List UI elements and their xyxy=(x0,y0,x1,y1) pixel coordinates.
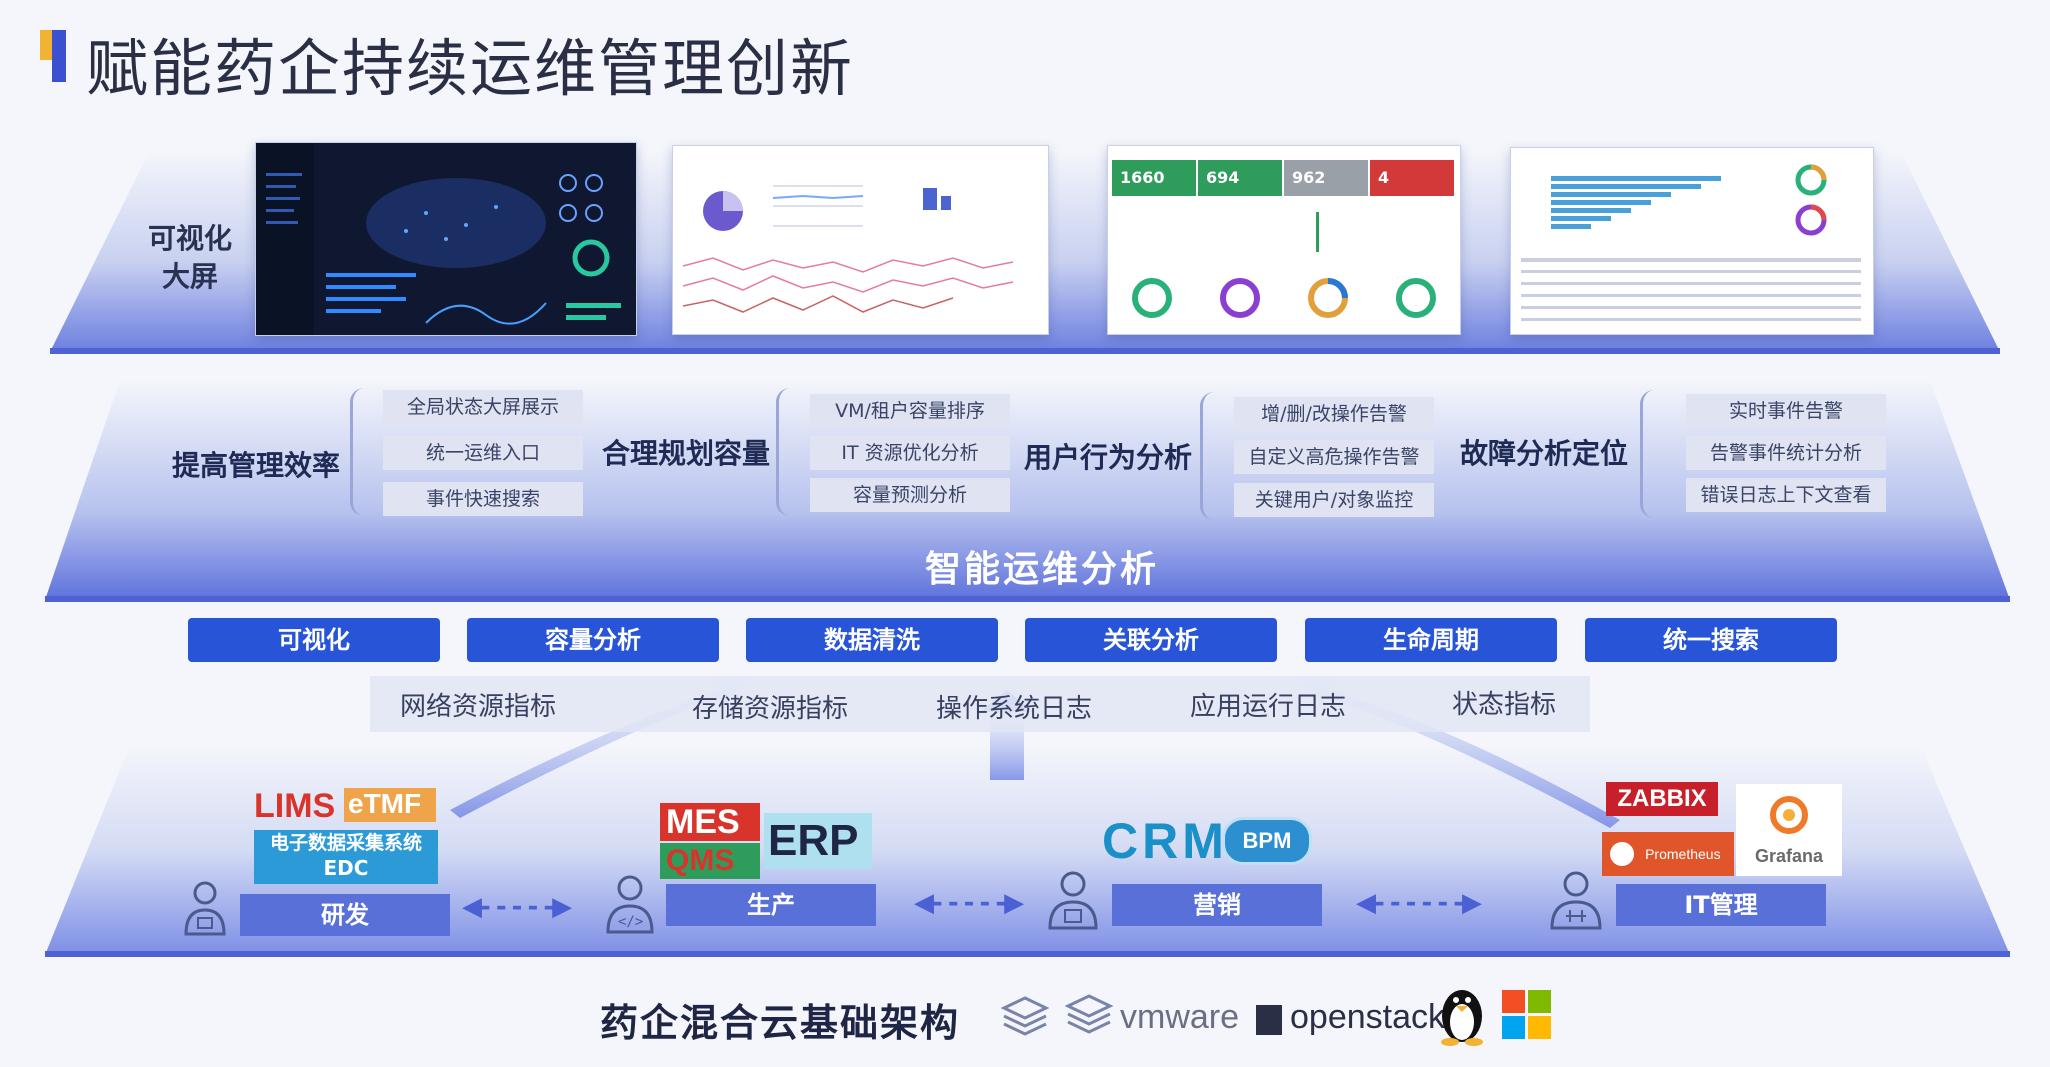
analysis-item-2-3: 容量预测分析 xyxy=(810,478,1010,512)
analysis-item-3-2: 自定义高危操作告警 xyxy=(1234,440,1434,474)
lims-logo-text: LIMS xyxy=(254,787,336,825)
grafana-logo-text: Grafana xyxy=(1754,846,1824,866)
it-engineer-icon xyxy=(1550,871,1602,930)
brace-3 xyxy=(1200,392,1217,520)
world-map-icon xyxy=(256,143,621,335)
stat-tile-4: 4 xyxy=(1370,160,1454,196)
edc-logo-cn: 电子数据采集系统 xyxy=(269,832,422,854)
capability-correlation-analysis: 关联分析 xyxy=(1025,618,1277,662)
linux-penguin-icon xyxy=(1441,990,1483,1046)
pie-line-chart-icon xyxy=(682,185,1014,313)
dept-arrow-2: ◀- - - - -▶ xyxy=(914,888,1024,918)
bpm-logo-text: BPM xyxy=(1242,828,1292,853)
dashboard-screenshot-bars-table xyxy=(1510,147,1874,335)
dashboard-screenshot-pie-lines xyxy=(672,145,1049,335)
capability-unified-search: 统一搜索 xyxy=(1585,618,1837,662)
system-logo-qms: QMS xyxy=(660,843,760,879)
edc-logo-en: EDC xyxy=(323,856,369,880)
infrastructure-label: 药企混合云基础架构 xyxy=(600,1001,961,1045)
capability-capacity-analysis: 容量分析 xyxy=(467,618,719,662)
system-logo-etmf: eTMF xyxy=(344,788,436,822)
system-logo-mes: MES xyxy=(660,803,760,841)
brace-4 xyxy=(1640,390,1657,518)
analysis-item-3-1: 增/删/改操作告警 xyxy=(1234,397,1434,431)
department-rnd: 研发 xyxy=(240,894,450,936)
stat-tile-2: 694 xyxy=(1198,160,1282,196)
windows-logo-icon xyxy=(1502,990,1551,1039)
prometheus-flame-icon xyxy=(1610,842,1634,866)
brace-2 xyxy=(776,388,793,516)
sales-person-icon xyxy=(1048,871,1098,930)
analysis-group-title-3: 用户行为分析 xyxy=(1024,441,1193,474)
donut-chart-icon xyxy=(1132,212,1436,318)
department-production: 生产 xyxy=(666,884,876,926)
analysis-item-3-3: 关键用户/对象监控 xyxy=(1234,483,1434,517)
metric-storage: 存储资源指标 xyxy=(692,694,849,724)
visual-layer-label-line1: 可视化 xyxy=(147,222,232,255)
dept-arrow-1: ◀- - - - -▶ xyxy=(462,892,572,922)
department-it-management: IT管理 xyxy=(1616,884,1826,926)
metric-status: 状态指标 xyxy=(1452,690,1557,720)
title-accent-yellow xyxy=(40,30,52,60)
stat-tile-3: 962 xyxy=(1284,160,1368,196)
server-stack-icon xyxy=(1000,996,1050,1036)
qms-logo-text: QMS xyxy=(666,844,735,877)
visual-layer-label: 可视化 大屏 xyxy=(130,220,250,296)
analysis-layer-name: 智能运维分析 xyxy=(925,549,1160,590)
prometheus-logo-text: Prometheus xyxy=(1645,846,1721,862)
openstack-logo: openstack xyxy=(1290,998,1445,1036)
analysis-item-4-1: 实时事件告警 xyxy=(1686,394,1886,428)
zabbix-logo-text: ZABBIX xyxy=(1617,785,1707,812)
crm-logo-text: CRM xyxy=(1102,813,1228,869)
analysis-item-4-3: 错误日志上下文查看 xyxy=(1686,478,1886,512)
analysis-item-1-2: 统一运维入口 xyxy=(383,436,583,470)
analysis-group-title-4: 故障分析定位 xyxy=(1460,437,1629,470)
analysis-item-1-1: 全局状态大屏展示 xyxy=(383,390,583,424)
system-logo-prometheus: Prometheus xyxy=(1602,832,1734,876)
analysis-item-2-2: IT 资源优化分析 xyxy=(810,436,1010,470)
etmf-logo-text: eTMF xyxy=(348,788,422,819)
analysis-group-title-1: 提高管理效率 xyxy=(172,449,341,482)
system-logo-bpm: BPM xyxy=(1222,817,1312,865)
stat-tile-1: 1660 xyxy=(1112,160,1196,196)
metric-app-log: 应用运行日志 xyxy=(1190,692,1347,722)
svg-text:</>: </> xyxy=(618,914,643,930)
mes-logo-text: MES xyxy=(666,803,740,841)
dashboard-screenshot-dark-map xyxy=(255,142,637,336)
system-logo-edc: 电子数据采集系统 EDC xyxy=(254,830,438,884)
system-logo-lims: LIMS xyxy=(254,787,335,826)
bar-table-icon xyxy=(1521,164,1861,321)
analysis-item-2-1: VM/租户容量排序 xyxy=(810,394,1010,428)
dept-arrow-3: ◀- - - - - -▶ xyxy=(1356,888,1482,918)
title-accent-blue xyxy=(52,30,66,82)
dashboard-screenshot-stats: 1660 694 962 4 xyxy=(1107,145,1461,335)
metrics-strip xyxy=(370,676,1590,732)
analysis-item-1-3: 事件快速搜索 xyxy=(383,482,583,516)
capability-data-cleansing: 数据清洗 xyxy=(746,618,998,662)
capability-visualization: 可视化 xyxy=(188,618,440,662)
erp-logo-text: ERP xyxy=(768,816,859,865)
grafana-swirl-icon xyxy=(1770,796,1808,834)
brace-1 xyxy=(350,388,367,516)
system-logo-crm: CRM xyxy=(1102,812,1228,870)
metric-network: 网络资源指标 xyxy=(400,692,557,722)
system-logo-erp: ERP xyxy=(764,813,872,869)
page-title: 赋能药企持续运维管理创新 xyxy=(86,32,855,105)
system-logo-grafana: Grafana xyxy=(1736,784,1842,876)
openstack-box-icon xyxy=(1256,1005,1282,1035)
system-logo-zabbix: ZABBIX xyxy=(1606,782,1718,816)
capability-lifecycle: 生命周期 xyxy=(1305,618,1557,662)
vmware-logo: vmware xyxy=(1120,998,1240,1036)
visual-layer-label-line2: 大屏 xyxy=(161,260,218,293)
researcher-icon xyxy=(184,881,226,936)
department-marketing: 营销 xyxy=(1112,884,1322,926)
analysis-item-4-2: 告警事件统计分析 xyxy=(1686,436,1886,470)
analysis-group-title-2: 合理规划容量 xyxy=(602,437,771,470)
developer-icon: </> xyxy=(606,875,654,934)
storage-stack-icon xyxy=(1064,994,1114,1034)
metric-os-log: 操作系统日志 xyxy=(936,694,1093,724)
